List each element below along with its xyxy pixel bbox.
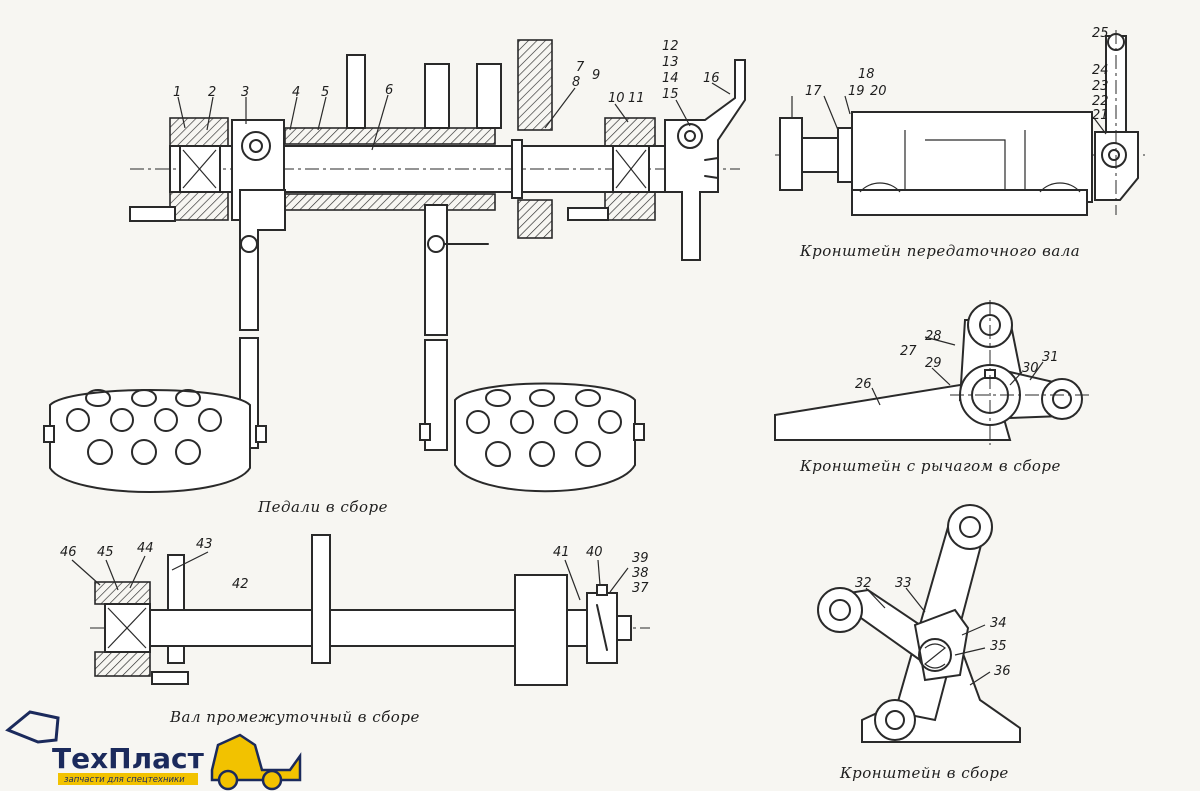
- excavator-icon: [5, 710, 60, 744]
- callout-14: 14: [662, 71, 679, 86]
- bracket-with-lever: 27 28 29 30 31 26 Кронштейн с рычагом в …: [774, 300, 1090, 475]
- callout-44: 44: [137, 541, 154, 556]
- callout-9: 9: [592, 68, 600, 83]
- callout-38: 38: [632, 566, 649, 581]
- callout-12: 12: [662, 39, 679, 54]
- callout-2: 2: [208, 85, 216, 100]
- pedals-assembly: 1 2 3 4 5 6 7 8 9 10 11 12 13 14 15 16 П…: [43, 39, 746, 516]
- callout-4: 4: [292, 85, 300, 100]
- callout-42: 42: [232, 577, 249, 592]
- callout-35: 35: [990, 639, 1007, 654]
- callout-43: 43: [196, 537, 213, 552]
- callout-27: 27: [900, 344, 917, 359]
- callout-7: 7: [576, 60, 585, 75]
- caption-bracket-assembly: Кронштейн в сборе: [839, 764, 1009, 782]
- callout-22: 22: [1092, 94, 1109, 109]
- callout-19: 19: [848, 84, 865, 99]
- callout-1: 1: [173, 85, 181, 100]
- callout-8: 8: [572, 75, 580, 90]
- callout-34: 34: [990, 616, 1007, 631]
- callout-32: 32: [855, 576, 872, 591]
- logo[interactable]: ТехПласт запчасти для спецтехники: [5, 710, 302, 791]
- callout-21: 21: [1092, 108, 1109, 123]
- callout-5: 5: [321, 85, 329, 100]
- callout-20: 20: [870, 84, 887, 99]
- callout-11: 11: [628, 91, 645, 106]
- callout-30: 30: [1022, 361, 1039, 376]
- logo-brand: ТехПласт: [52, 742, 205, 775]
- bracket-assembly: 32 33 34 35 36 Кронштейн в сборе: [817, 504, 1021, 782]
- callout-36: 36: [994, 664, 1011, 679]
- callout-23: 23: [1092, 79, 1109, 94]
- callout-25: 25: [1092, 26, 1109, 41]
- logo-tagline: запчасти для спецтехники: [64, 775, 185, 785]
- callout-46: 46: [60, 545, 77, 560]
- callout-39: 39: [632, 551, 649, 566]
- callout-24: 24: [1092, 63, 1109, 78]
- callout-33: 33: [895, 576, 912, 591]
- callout-18: 18: [858, 67, 875, 82]
- callout-10: 10: [608, 91, 625, 106]
- callout-6: 6: [385, 83, 393, 98]
- callout-26: 26: [855, 377, 872, 392]
- caption-lever-bracket: Кронштейн с рычагом в сборе: [799, 457, 1061, 475]
- caption-pedals: Педали в сборе: [257, 498, 388, 516]
- callout-3: 3: [241, 85, 249, 100]
- callout-16: 16: [703, 71, 720, 86]
- callout-40: 40: [586, 545, 603, 560]
- caption-intermediate-shaft: Вал промежуточный в сборе: [169, 708, 420, 726]
- intermediate-shaft-assembly: 46 45 44 43 42 41 40 39 38 37 Вал промеж…: [60, 534, 650, 726]
- callout-31: 31: [1042, 350, 1059, 365]
- callout-17: 17: [805, 84, 822, 99]
- loader-icon: [210, 733, 302, 782]
- callout-37: 37: [632, 581, 649, 596]
- callout-45: 45: [97, 545, 114, 560]
- callout-13: 13: [662, 55, 679, 70]
- transfer-shaft-bracket: 17 18 19 20 21 22 23 24 25 Кронштейн пер…: [775, 26, 1145, 260]
- caption-transfer-bracket: Кронштейн передаточного вала: [799, 242, 1080, 260]
- callout-29: 29: [925, 356, 942, 371]
- callout-28: 28: [925, 329, 942, 344]
- callout-41: 41: [553, 545, 570, 560]
- callout-15: 15: [662, 87, 679, 102]
